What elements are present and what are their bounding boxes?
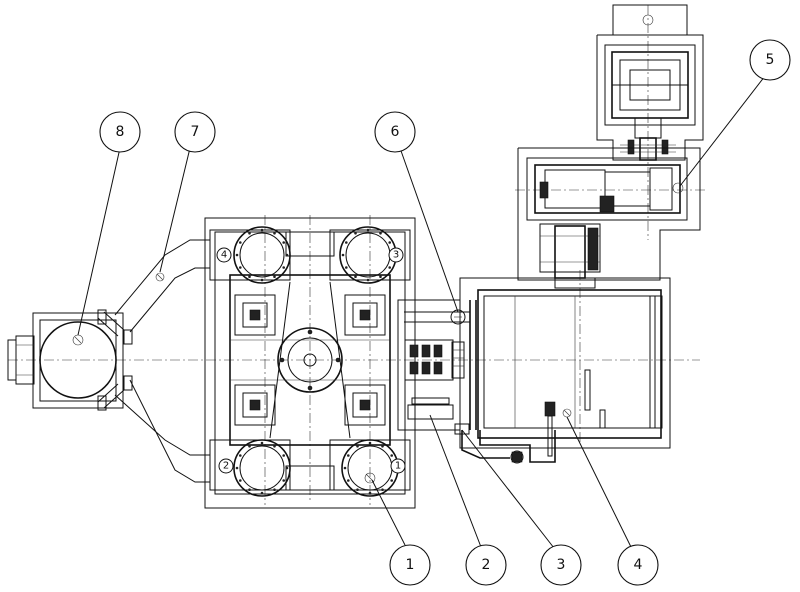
flange-bolt bbox=[235, 466, 239, 470]
flange-bolt bbox=[239, 454, 242, 457]
callout-8-label: 8 bbox=[116, 124, 125, 140]
flange-bolt bbox=[260, 441, 264, 445]
flange-bolt bbox=[390, 454, 394, 457]
callout-1-label: 1 bbox=[406, 557, 415, 573]
flange-bolt bbox=[354, 275, 357, 279]
flange-bolt bbox=[282, 454, 286, 457]
flange-bolt bbox=[239, 241, 242, 244]
gearbox-assembly bbox=[517, 147, 701, 289]
flange-bolt bbox=[354, 232, 357, 235]
callout-7: 7 bbox=[174, 111, 216, 153]
flange-bolt bbox=[368, 441, 372, 445]
flange-bolt bbox=[285, 253, 289, 257]
motor-assembly bbox=[596, 4, 704, 161]
cylinder-mark-3: 3 bbox=[393, 250, 399, 261]
flange-bolt bbox=[379, 275, 382, 279]
flange-bolt bbox=[381, 445, 384, 448]
flange-bolt bbox=[273, 275, 276, 279]
flange-bolt bbox=[248, 488, 251, 492]
flange-bolt bbox=[260, 228, 264, 232]
cylinder-mark-4: 4 bbox=[221, 250, 227, 261]
flange-bolt bbox=[345, 241, 348, 244]
flange-bolt bbox=[273, 445, 276, 448]
flange-bolt bbox=[390, 479, 394, 482]
cylinder-mark-2: 2 bbox=[223, 461, 229, 472]
callout-4-label: 4 bbox=[634, 557, 643, 573]
flange-bolt bbox=[248, 232, 251, 235]
callout-1: 1 bbox=[389, 544, 431, 586]
flange-bolt bbox=[356, 488, 359, 492]
flange-bolt bbox=[235, 253, 239, 257]
flange-bolt bbox=[282, 479, 286, 482]
callout-6-label: 6 bbox=[391, 124, 400, 140]
flange-bolt bbox=[248, 275, 251, 279]
flange-bolt bbox=[273, 488, 276, 492]
cylinder-mark-1: 1 bbox=[395, 461, 401, 472]
callout-6: 6 bbox=[374, 111, 416, 153]
flange-bolt bbox=[248, 445, 251, 448]
flange-bolt bbox=[379, 232, 382, 235]
flange-bolt bbox=[260, 278, 264, 282]
cooler-unit bbox=[454, 277, 671, 464]
callout-3: 3 bbox=[540, 544, 582, 586]
flange-bolt bbox=[366, 278, 370, 282]
flange-bolt bbox=[356, 445, 359, 448]
callout-3-label: 3 bbox=[557, 557, 566, 573]
callout-5: 5 bbox=[749, 39, 791, 81]
flange-bolt bbox=[347, 479, 350, 482]
cylinder-bolts bbox=[235, 228, 397, 495]
leader-lines bbox=[77, 75, 766, 549]
flange-bolt bbox=[345, 266, 348, 269]
callout-5-label: 5 bbox=[766, 52, 775, 68]
flange-bolt bbox=[388, 241, 392, 244]
flange-bolt bbox=[341, 253, 345, 257]
suction-piping bbox=[97, 239, 210, 483]
flange-bolt bbox=[260, 491, 264, 495]
callout-8: 8 bbox=[99, 111, 141, 153]
flange-bolt bbox=[282, 241, 286, 244]
callout-2: 2 bbox=[465, 544, 507, 586]
flange-bolt bbox=[343, 466, 347, 470]
flange-bolt bbox=[368, 491, 372, 495]
flange-bolt bbox=[381, 488, 384, 492]
flange-bolt bbox=[388, 266, 392, 269]
flange-bolt bbox=[239, 266, 242, 269]
callout-7-label: 7 bbox=[191, 124, 200, 140]
flange-bolt bbox=[282, 266, 286, 269]
flange-bolt bbox=[366, 228, 370, 232]
cylinder-4 bbox=[209, 226, 291, 284]
instrument-panel bbox=[397, 299, 477, 431]
cylinder-marks: 1 2 3 4 bbox=[216, 247, 406, 474]
callout-2-label: 2 bbox=[482, 557, 491, 573]
flange-bolt bbox=[285, 466, 289, 470]
callout-4: 4 bbox=[617, 544, 659, 586]
compressor-frame bbox=[204, 217, 416, 509]
flange-bolt bbox=[239, 479, 242, 482]
flange-bolt bbox=[273, 232, 276, 235]
flange-bolt bbox=[347, 454, 350, 457]
